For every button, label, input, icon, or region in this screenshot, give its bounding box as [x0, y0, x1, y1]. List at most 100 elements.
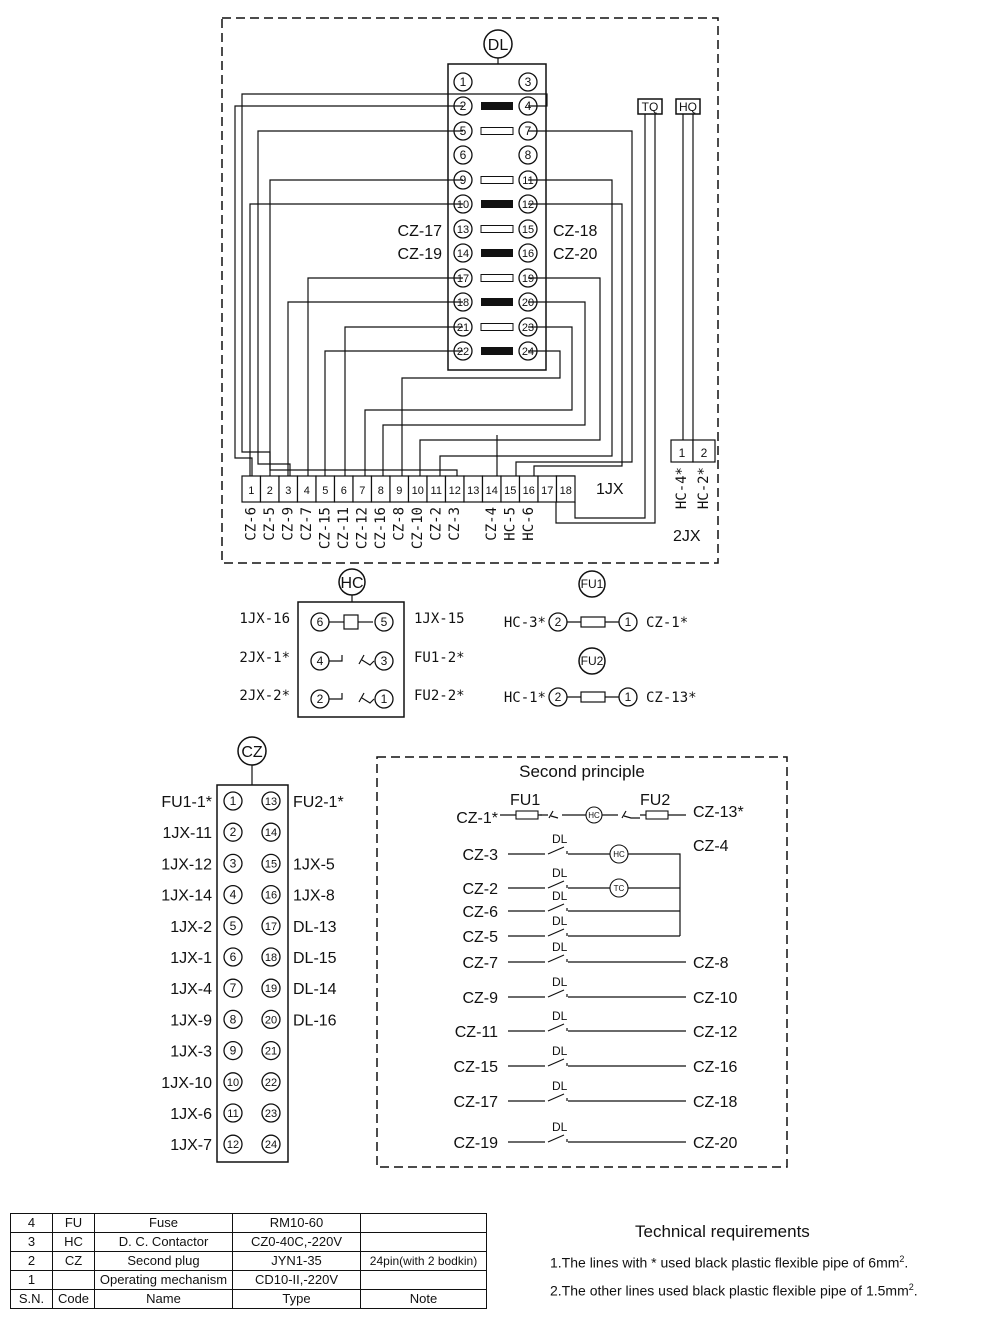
principle-right-cz-18: CZ-18 [693, 1094, 738, 1111]
cz-left-label-10: 1JX-10 [161, 1075, 212, 1092]
hc-pin-2 [310, 689, 330, 709]
principle-hc-coil [585, 806, 603, 824]
cz-left-label-11: 1JX-6 [170, 1106, 212, 1123]
hc-contact-left [328, 693, 343, 700]
cz-left-label-2: 1JX-11 [162, 825, 212, 842]
dl-switch [547, 954, 568, 963]
cz-pin-13-number: 13 [265, 796, 277, 808]
jx1-label-6: CZ-11 [336, 507, 352, 549]
fu1-pin-1-number: 1 [625, 615, 632, 629]
hc-right-label-5: 1JX-15 [414, 611, 465, 627]
jx1-terminal-3-number: 3 [285, 485, 291, 497]
principle-fu1-label: FU1 [510, 792, 540, 809]
fu1-pin-2 [548, 612, 568, 632]
bom-cell: Fuse [94, 1213, 233, 1233]
jx1-terminal-11-number: 11 [431, 485, 442, 497]
hc-contact-left [328, 655, 343, 662]
jx1-label-8: CZ-16 [373, 507, 389, 549]
cz-pin-9 [223, 1040, 243, 1061]
cz-right-label-19: DL-14 [293, 981, 337, 998]
cz-pin-15-number: 15 [265, 858, 277, 870]
cz-pin-16-number: 16 [265, 890, 277, 902]
cz-pin-4-number: 4 [230, 888, 237, 902]
principle-right-cz-10: CZ-10 [693, 990, 738, 1007]
fu2-title: FU2 [581, 654, 604, 668]
dl-switch-label: DL [552, 940, 568, 954]
bom-cell: FU [52, 1213, 95, 1233]
jx1-terminal-1-number: 1 [248, 485, 254, 497]
jx2-terminal-2-number: 2 [701, 446, 708, 460]
principle-top-right: CZ-13* [693, 804, 744, 821]
cz-pin-4 [223, 884, 243, 905]
cz-pin-1 [223, 791, 243, 811]
tech-item-1: 1.The lines with * used black plastic fl… [550, 1254, 909, 1271]
jx1-terminal-16-number: 16 [523, 485, 535, 497]
cz-pin-2 [223, 822, 243, 842]
principle-right-cz-20: CZ-20 [693, 1135, 738, 1152]
cz-pin-9-number: 9 [230, 1044, 237, 1058]
cz-pin-24 [261, 1134, 281, 1154]
fu1-left-label: HC-3* [504, 615, 546, 631]
dl-switch-label: DL [552, 832, 568, 846]
dl-contact-closed [481, 102, 513, 110]
principle-tc-coil [609, 878, 629, 898]
cz-left-label-6: 1JX-1 [170, 950, 212, 967]
principle-fu2-symbol [645, 810, 669, 820]
cz-pin-14 [261, 822, 281, 842]
jx1-terminal-2-number: 2 [267, 485, 273, 497]
jx1-label-5: CZ-15 [317, 507, 333, 549]
dl-contact-open [480, 274, 514, 282]
cz-pin-12 [223, 1134, 243, 1154]
cz-left-label-1: FU1-1* [161, 794, 212, 811]
bom-cell: 1 [10, 1270, 53, 1290]
dl-pin-18-number: 18 [457, 297, 469, 309]
bom-cell: Type [232, 1289, 361, 1309]
hc-pin-3-number: 3 [381, 654, 388, 668]
bom-cell: RM10-60 [232, 1213, 361, 1233]
principle-hc-coil-label: HC [588, 811, 600, 820]
bom-cell: S.N. [10, 1289, 53, 1309]
jx1-terminal-9-number: 9 [396, 485, 402, 497]
fu1-title: FU1 [581, 577, 604, 591]
dl-contact-open [480, 176, 514, 184]
dl-pin-12-number: 12 [522, 199, 534, 211]
cz-left-label-12: 1JX-7 [170, 1137, 212, 1154]
principle-left-cz-2: CZ-2 [462, 881, 498, 898]
cz-title: CZ [241, 744, 263, 761]
hc-pin-5-number: 5 [381, 615, 388, 629]
principle-hc-coil-2-label: HC [613, 850, 625, 859]
cz-pin-24-number: 24 [265, 1139, 277, 1151]
cz-pin-8 [223, 1009, 243, 1030]
jx1-terminal-18 [555, 475, 576, 503]
principle-left-cz-6: CZ-6 [462, 904, 498, 921]
hc-right-label-3: FU1-2* [414, 650, 465, 666]
jx1-label-1: CZ-6 [243, 507, 259, 541]
dl-contact-closed [481, 200, 513, 208]
dl-switch-label: DL [552, 1009, 568, 1023]
cz-pin-8-number: 8 [230, 1012, 237, 1026]
principle-fu2-label: FU2 [640, 792, 670, 809]
bom-cell: 24pin(with 2 bodkin) [360, 1251, 487, 1271]
principle-left-cz-9: CZ-9 [462, 990, 498, 1007]
hc-pin-1 [374, 689, 394, 709]
cz-block [216, 784, 289, 1163]
dl-pin-6-number: 6 [460, 148, 467, 162]
hc-pin-5 [374, 612, 394, 632]
jx1-terminal-6-number: 6 [341, 485, 347, 497]
tq-label: TQ [642, 100, 659, 114]
hc-pin-6-number: 6 [317, 615, 324, 629]
dl-pin-11-number: 11 [522, 175, 533, 187]
dl-contact-open [480, 225, 514, 233]
mechanism-enclosure [221, 17, 719, 564]
bom-cell: CZ [52, 1251, 95, 1271]
dl-pin-16 [518, 243, 538, 263]
cz-left-label-7: 1JX-4 [170, 981, 212, 998]
cz-pin-3-number: 3 [230, 856, 237, 870]
bom-cell: Operating mechanism [94, 1270, 233, 1290]
cz-pin-15 [261, 853, 281, 874]
dl-pin-5-number: 5 [460, 124, 467, 138]
jx1-terminal-18-number: 18 [560, 485, 572, 497]
dl-pin-3-number: 3 [525, 75, 532, 89]
